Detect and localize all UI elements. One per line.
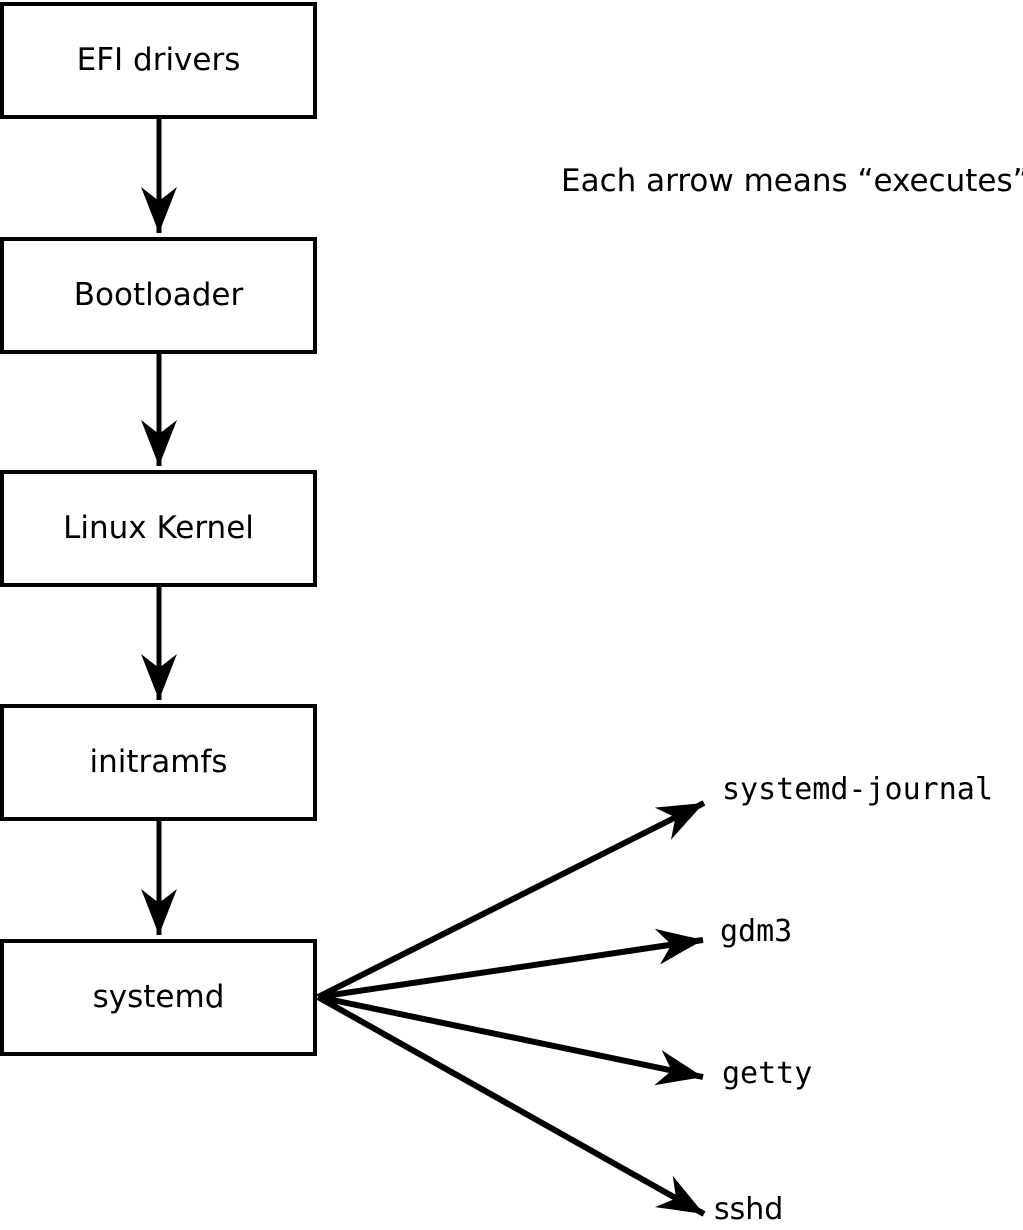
node-bootloader: Bootloader <box>0 237 317 354</box>
arrow-systemd-to-getty <box>317 994 704 1086</box>
arrow-systemd-to-gdm3 <box>317 928 704 1000</box>
node-systemd: systemd <box>0 939 317 1056</box>
node-systemd-label: systemd <box>92 979 225 1015</box>
node-efi-drivers-label: EFI drivers <box>76 42 241 78</box>
arrow-systemd-to-sshd <box>316 994 706 1217</box>
process-label-gdm3: gdm3 <box>720 914 793 949</box>
node-linux-kernel: Linux Kernel <box>0 470 317 587</box>
process-label-systemd-journal: systemd-journal <box>722 772 993 807</box>
process-label-getty: getty <box>722 1056 813 1091</box>
node-linux-kernel-label: Linux Kernel <box>63 510 254 546</box>
node-efi-drivers: EFI drivers <box>0 2 317 119</box>
node-initramfs: initramfs <box>0 704 317 821</box>
arrow-systemd-to-journal <box>316 800 706 1000</box>
arrow-meaning-note: Each arrow means “executes”. <box>561 163 1023 199</box>
process-label-sshd: sshd <box>714 1192 784 1227</box>
node-initramfs-label: initramfs <box>89 744 228 780</box>
node-bootloader-label: Bootloader <box>73 277 244 313</box>
